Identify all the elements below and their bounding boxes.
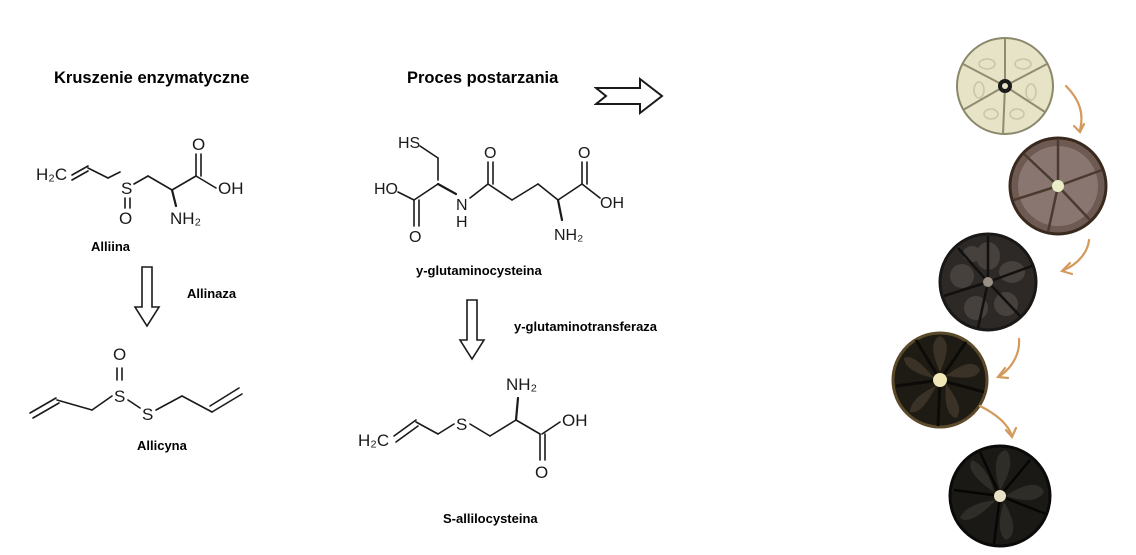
alliin-h2c: H₂C [36,165,67,184]
garlic-stage-4 [891,331,989,429]
ggc-hs: HS [398,135,420,152]
ggc-oxygen-3: O [578,145,590,162]
transferase-label: y-glutaminotransferaza [514,319,658,334]
s-allylcysteine-label: S-allilocysteina [443,511,538,526]
sac-h2c: H₂C [358,431,389,450]
alliinase-arrow-down-icon [133,266,161,328]
alliin-sulfur: S [121,179,132,198]
process-arrow-right-icon [594,76,664,116]
ggc-nitrogen: N [456,197,468,214]
alliin-oh: OH [218,179,244,198]
enzymatic-heading: Kruszenie enzymatyczne [54,69,250,87]
ggc-hydrogen: H [456,214,468,231]
sac-nh2: NH₂ [506,375,537,394]
ggc-ho: HO [374,181,398,198]
garlic-stage-2 [1008,136,1108,236]
sac-sulfur: S [456,415,467,434]
progression-arrows [978,84,1091,440]
ggc-oxygen-1: O [409,229,421,246]
allicin-label: Allicyna [137,438,187,453]
ggc-oxygen-2: O [484,145,496,162]
alliinase-label: Allinaza [187,286,237,301]
alliin-nh2: NH₂ [170,209,201,228]
sac-oh: OH [562,411,588,430]
gamma-glutamylcysteine-structure: HS HO O N H O NH₂ O OH [374,135,624,246]
garlic-stage-5 [948,444,1052,548]
garlic-stage-3 [938,232,1038,332]
alliin-label: Alliina [91,239,131,254]
allicin-oxygen: O [113,345,126,364]
ggc-oh: OH [600,195,624,212]
s-allylcysteine-structure: H₂C S NH₂ O OH [358,375,588,482]
alliin-carbonyl-oxygen: O [192,135,205,154]
allicin-structure: S O S [29,345,243,424]
alliin-structure: H₂C S O NH₂ O OH [36,135,244,228]
allicin-sulfur-2: S [142,405,153,424]
garlic-stage-1 [956,37,1054,135]
aging-heading: Proces postarzania [407,69,559,87]
allicin-sulfur-1: S [114,387,125,406]
gamma-glutamylcysteine-label: y-glutaminocysteina [416,263,542,278]
sac-oxygen: O [535,463,548,482]
transferase-arrow-down-icon [458,299,486,361]
garlic-aging-illustration [891,37,1108,548]
ggc-nh2: NH₂ [554,227,583,244]
alliin-oxygen: O [119,209,132,228]
